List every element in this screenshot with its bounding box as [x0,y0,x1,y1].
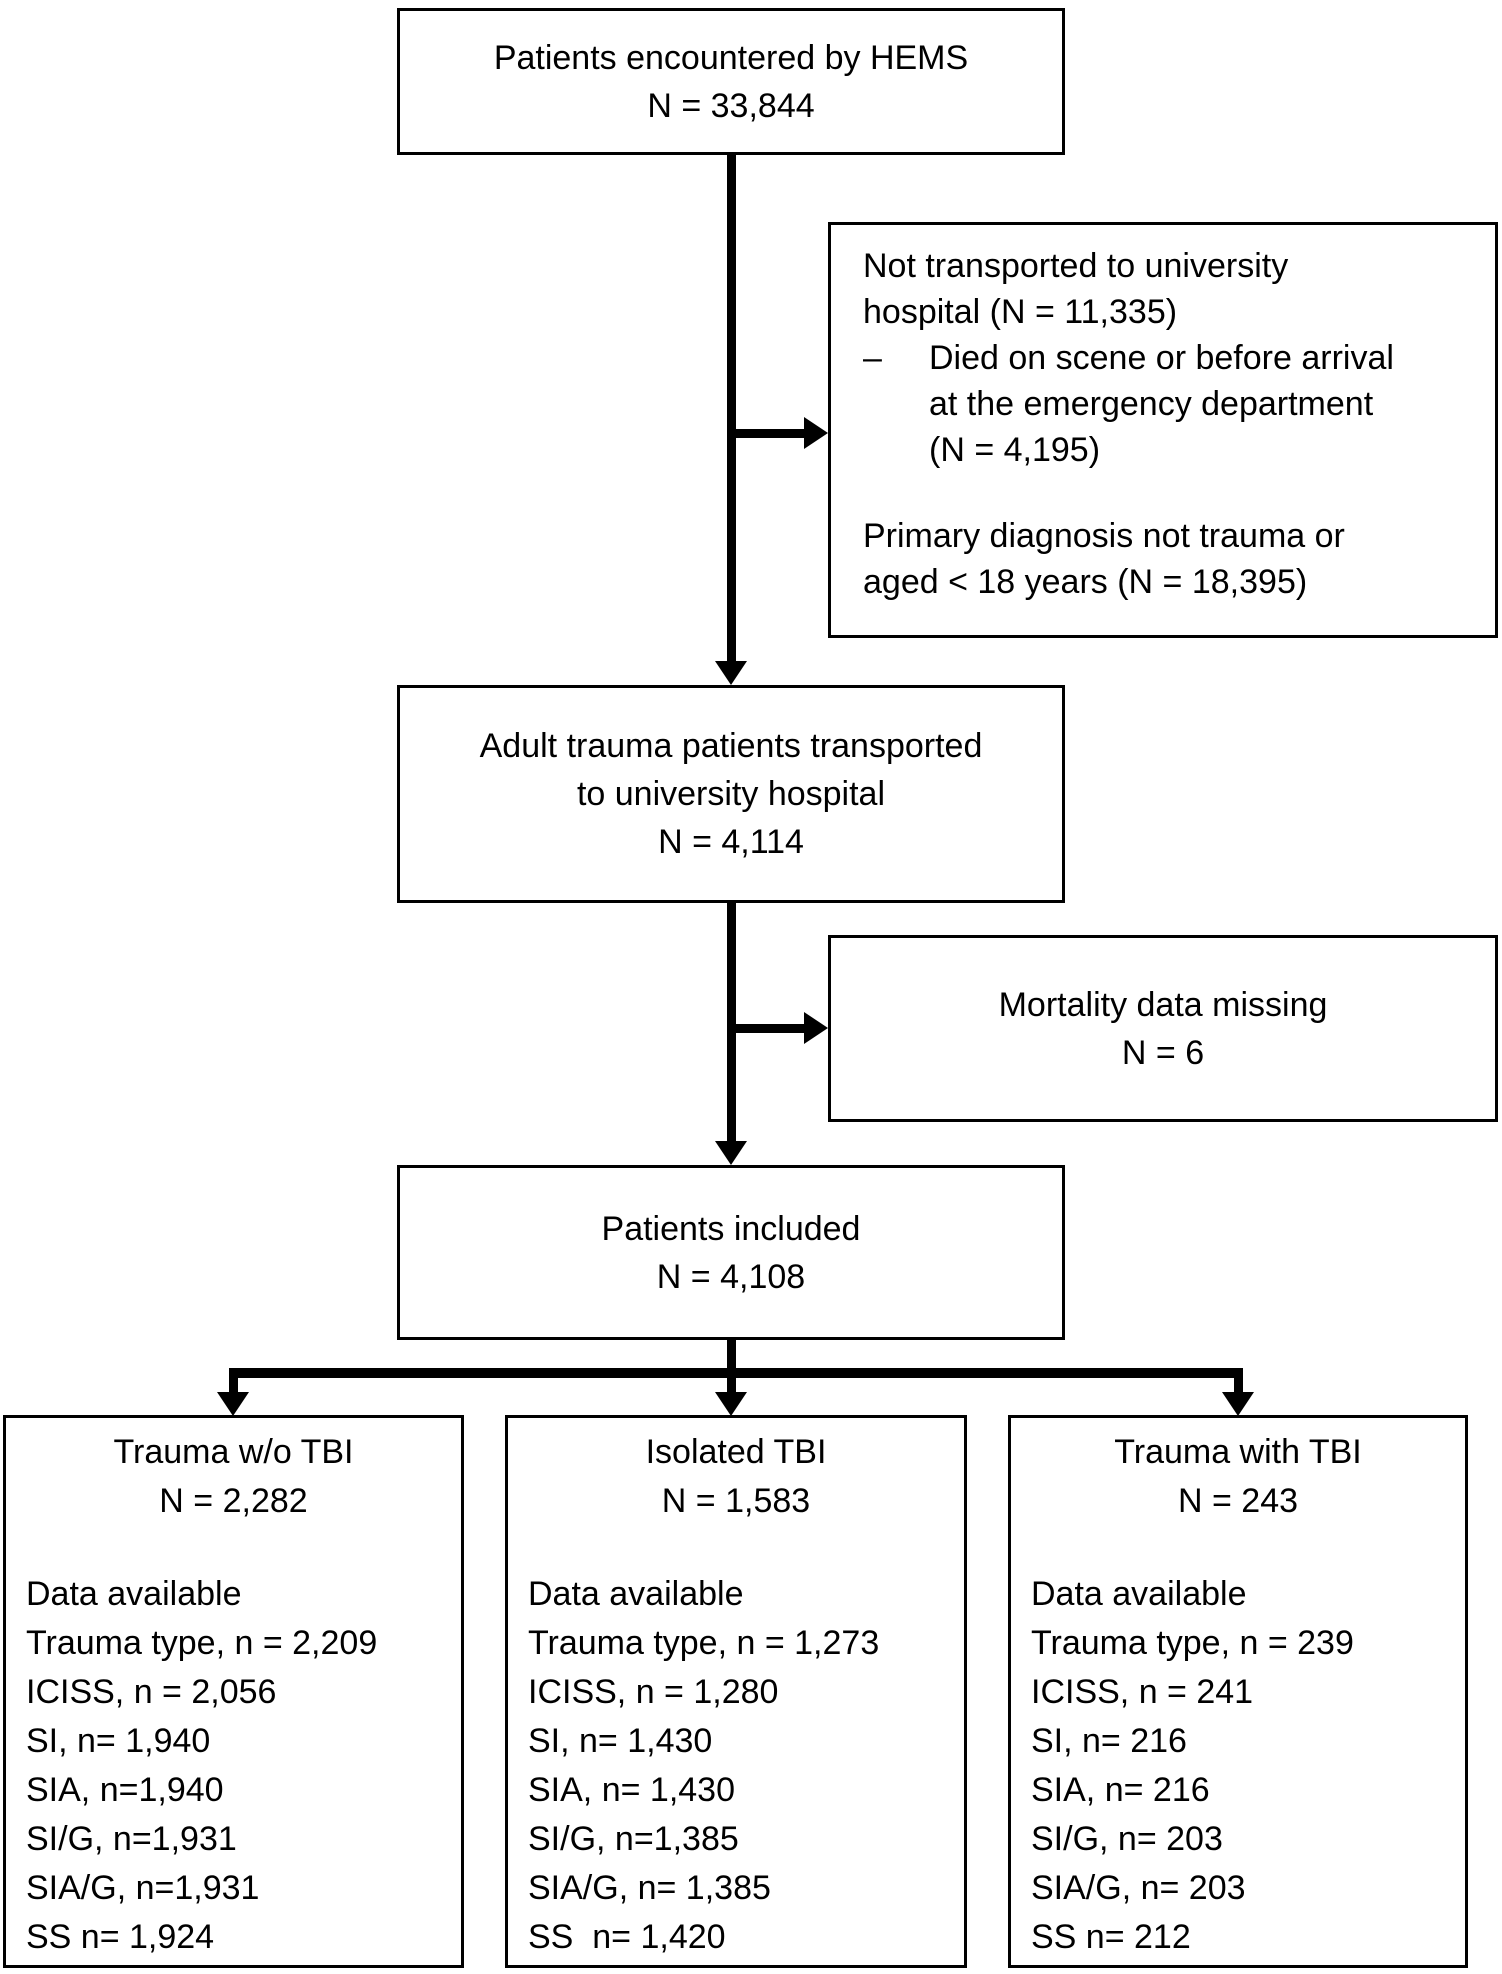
arrowhead-into-mortality-box [804,1012,828,1044]
arrowhead-into-included-box [715,1141,747,1165]
data-row: SIA, n= 1,430 [528,1771,735,1809]
data-row: SI, n= 1,430 [528,1722,713,1760]
distributor-bar [229,1368,1243,1378]
data-row: SS n= 1,924 [26,1918,215,1956]
group-gap [528,1526,958,1570]
arrowhead-into-adult-box [715,661,747,685]
data-row: SIA, n=1,940 [26,1771,224,1809]
data-row: ICISS, n = 241 [1031,1673,1254,1711]
group-title: Trauma with TBI [1114,1433,1362,1471]
data-row: SIA/G, n= 203 [1031,1869,1246,1907]
arrowhead-into-right-group [1222,1392,1254,1416]
dash-bullet-marker: – [863,339,882,377]
connector-top-to-adult [727,153,736,663]
box-mortality-missing: Mortality data missing N = 6 [828,935,1498,1122]
box-title: Adult trauma patients transported [479,727,983,765]
data-available-header: Data available [26,1575,242,1613]
box-patients-encountered: Patients encountered by HEMS N = 33,844 [397,8,1065,155]
data-available-header: Data available [528,1575,744,1613]
data-row: SIA/G, n= 1,385 [528,1869,771,1907]
box-title: to university hospital [576,775,886,813]
box-patients-included: Patients included N = 4,108 [397,1165,1065,1340]
arrowhead-into-exclusions-box [804,417,828,449]
box-count: N = 4,108 [656,1257,806,1296]
data-row: SI, n= 1,940 [26,1722,211,1760]
bullet-lines: Died on scene or before arrival at the e… [929,335,1465,473]
box-group-trauma-with-tbi: Trauma with TBI N = 243 Data available T… [1008,1415,1468,1968]
data-row: SI/G, n=1,385 [528,1820,739,1858]
exclusion-line: aged < 18 years (N = 18,395) [863,563,1308,601]
group-title: Trauma w/o TBI [113,1433,354,1471]
bullet-line: Died on scene or before arrival [929,339,1394,377]
arrowhead-into-left-group [217,1392,249,1416]
connector-branch-mortality [731,1024,806,1033]
data-available-header: Data available [1031,1575,1247,1613]
exclusion-line: hospital (N = 11,335) [863,293,1178,331]
data-row: SI/G, n= 203 [1031,1820,1223,1858]
drop-middle [727,1376,736,1394]
box-group-isolated-tbi: Isolated TBI N = 1,583 Data available Tr… [505,1415,967,1968]
data-row: ICISS, n = 2,056 [26,1673,277,1711]
drop-right [1234,1376,1243,1394]
group-count: N = 243 [1177,1482,1299,1520]
box-title: Patients encountered by HEMS [493,38,969,77]
box-title: Patients included [601,1209,861,1248]
data-row: Trauma type, n = 239 [1031,1624,1354,1662]
group-gap [1031,1526,1459,1570]
data-row: SIA, n= 216 [1031,1771,1210,1809]
exclusion-line: Not transported to university [863,247,1289,285]
group-title: Isolated TBI [645,1433,827,1471]
data-row: SS n= 212 [1031,1918,1191,1956]
box-count: N = 4,114 [658,823,804,861]
group-count: N = 2,282 [159,1482,308,1520]
drop-left [229,1376,238,1394]
connector-adult-to-included [727,901,736,1143]
bullet-line: (N = 4,195) [929,431,1101,469]
group-gap [26,1526,455,1570]
data-row: SIA/G, n=1,931 [26,1869,260,1907]
connector-included-to-bar [727,1338,736,1374]
connector-branch-exclusions [731,429,806,438]
data-row: Trauma type, n = 1,273 [528,1624,880,1662]
box-adult-trauma-patients: Adult trauma patients transported to uni… [397,685,1065,903]
exclusion-bullet: – Died on scene or before arrival at the… [863,335,1465,473]
bullet-line: at the emergency department [929,385,1374,423]
box-group-trauma-without-tbi: Trauma w/o TBI N = 2,282 Data available … [3,1415,464,1968]
data-row: SI/G, n=1,931 [26,1820,237,1858]
group-count: N = 1,583 [661,1482,811,1520]
data-row: ICISS, n = 1,280 [528,1673,779,1711]
data-row: SI, n= 216 [1031,1722,1187,1760]
data-row: SS n= 1,420 [528,1918,726,1956]
paragraph-gap [863,473,1465,513]
box-count: N = 33,844 [647,86,815,125]
box-title: Mortality data missing [998,985,1328,1024]
box-count: N = 6 [1121,1033,1205,1072]
box-not-transported-exclusions: Not transported to university hospital (… [828,222,1498,638]
data-row: Trauma type, n = 2,209 [26,1624,378,1662]
arrowhead-into-middle-group [715,1392,747,1416]
exclusion-line: Primary diagnosis not trauma or [863,517,1345,555]
